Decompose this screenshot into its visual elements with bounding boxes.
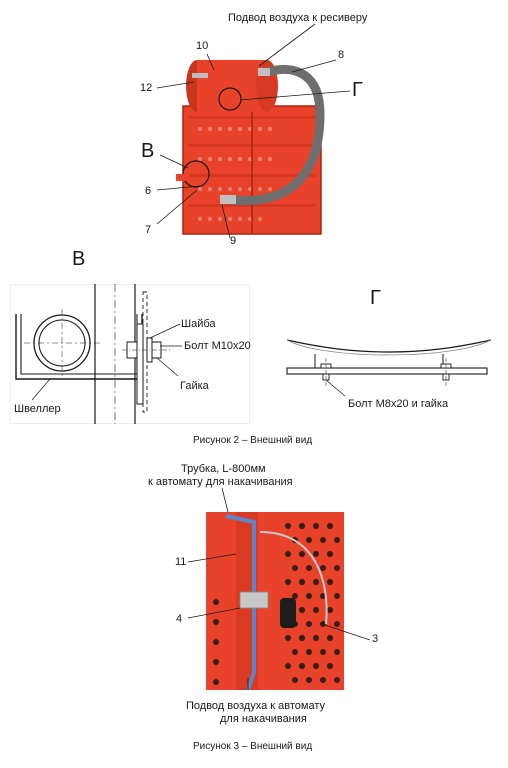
callout-3: 3 (372, 633, 379, 645)
callout-11: 11 (175, 556, 187, 568)
figure2-leaders (156, 23, 351, 239)
receiver-tank (197, 60, 267, 112)
valve-12 (192, 73, 208, 78)
callout-6: 6 (145, 185, 152, 197)
figure2-photo (170, 24, 345, 244)
label-air-line1: Подвод воздуха к автомату (186, 700, 325, 712)
fitting-9 (220, 195, 236, 204)
figure3-caption: Рисунок 3 – Внешний вид (193, 741, 313, 752)
label-tube-line2: к автомату для накачивания (148, 476, 293, 488)
label-washer: Шайба (181, 318, 216, 330)
detail-g-drawing (286, 339, 492, 397)
figure3-leaders (187, 487, 371, 690)
label-nut: Гайка (180, 380, 209, 392)
inflator-assembly-illustration (206, 512, 344, 691)
callout-7: 7 (145, 224, 152, 236)
figure3-photo (206, 512, 344, 691)
label-air-to-receiver: Подвод воздуха к ресиверу (228, 12, 368, 24)
label-bolt-m10: Болт M10x20 (184, 340, 251, 352)
receiver-cabinet-illustration (176, 60, 325, 235)
callout-10: 10 (196, 40, 209, 52)
label-air-line2: для накачивания (220, 713, 307, 725)
callout-8: 8 (338, 49, 345, 61)
valve-block-4 (239, 591, 269, 609)
detail-g-title: Г (370, 287, 381, 309)
fitting-8 (258, 68, 270, 76)
label-view-g: Г (352, 79, 363, 101)
detail-g-circle (218, 87, 242, 111)
regulator-3 (280, 598, 296, 628)
detail-v-title: В (72, 248, 86, 270)
label-tube-line1: Трубка, L-800мм (181, 463, 266, 475)
label-channel: Швеллер (14, 403, 61, 415)
figure2-caption: Рисунок 2 – Внешний вид (193, 435, 313, 446)
callout-9: 9 (230, 235, 237, 247)
detail-v-drawing (10, 284, 250, 424)
callout-4: 4 (176, 613, 183, 625)
label-bolt-m8-nut: Болт M8x20 и гайка (348, 398, 449, 410)
label-view-v: В (141, 140, 155, 162)
callout-12: 12 (140, 82, 153, 94)
